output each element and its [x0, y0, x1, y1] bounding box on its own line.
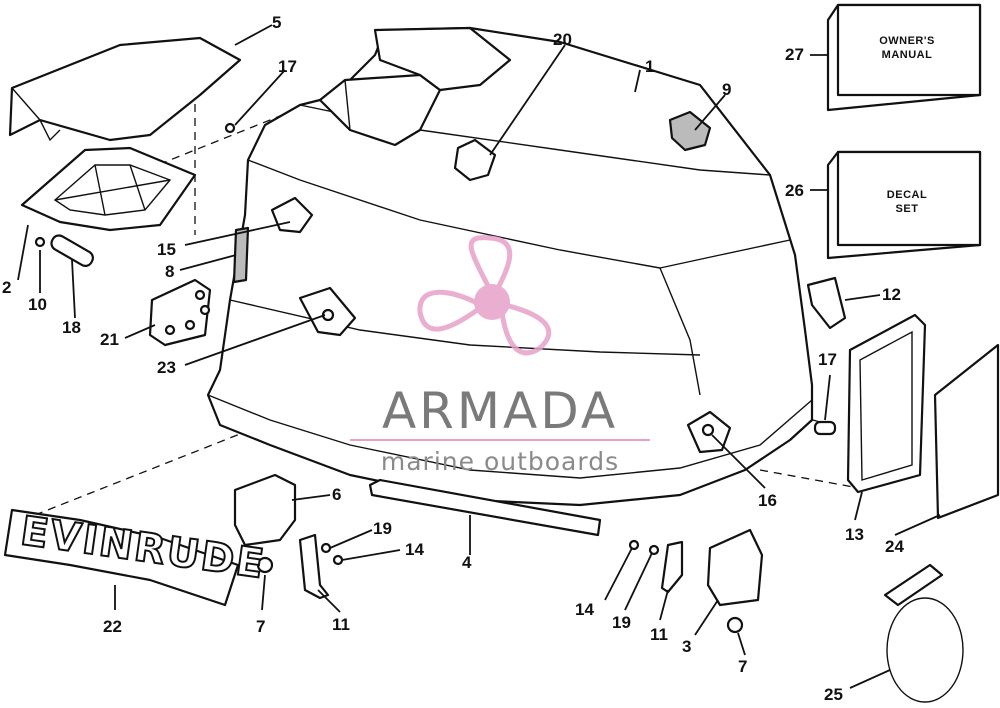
part-19a	[320, 542, 332, 554]
callout-7-right: 7	[738, 657, 747, 676]
part-19b	[648, 544, 660, 556]
callout-19-right: 19	[612, 613, 631, 632]
part-20	[453, 138, 497, 182]
callout-19-left: 19	[373, 519, 392, 538]
part-11a	[298, 533, 330, 600]
decal-set-line-1: DECAL	[887, 189, 927, 201]
part-4	[368, 478, 602, 537]
part-18	[50, 234, 94, 267]
callout-9: 9	[722, 80, 731, 99]
callout-23: 23	[157, 358, 176, 377]
callout-7-left: 7	[256, 617, 265, 636]
callout-2: 2	[2, 278, 11, 297]
callout-17-right: 17	[818, 350, 837, 369]
callout-14-right: 14	[575, 600, 594, 619]
lower-parts	[233, 473, 964, 703]
part-17b	[813, 420, 837, 436]
owners-manual-line-1: OWNER'S	[879, 35, 935, 47]
part-10	[34, 236, 46, 248]
callout-20: 20	[553, 30, 572, 49]
watermark-subtitle: marine outboards	[381, 447, 619, 476]
part-24	[933, 343, 1000, 520]
callout-12: 12	[882, 285, 901, 304]
part-12	[806, 276, 847, 330]
callout-14-left: 14	[405, 540, 424, 559]
part-14a	[332, 554, 344, 566]
callout-11-left: 11	[332, 615, 350, 634]
callout-4: 4	[462, 553, 472, 572]
part-6	[233, 473, 297, 547]
part-5	[706, 528, 764, 607]
callout-24: 24	[885, 537, 904, 556]
owners-manual-box: OWNER'S MANUAL	[826, 3, 982, 112]
part-17a	[224, 122, 236, 134]
propeller-icon	[417, 235, 552, 356]
side-panels	[846, 313, 1000, 520]
part-7a	[256, 556, 274, 574]
leader-lines	[17, 24, 941, 689]
part-21	[148, 278, 212, 347]
callout-5: 3	[682, 637, 691, 656]
callout-27: 27	[785, 45, 804, 64]
hardware-parts	[34, 122, 847, 454]
part-13	[846, 313, 927, 494]
watermark: ARMADA marine outboards	[350, 235, 650, 476]
decal-set-line-2: SET	[896, 203, 919, 215]
callout-26: 26	[785, 181, 804, 200]
callout-11-right: 11	[650, 625, 668, 644]
callout-10: 10	[28, 295, 47, 314]
part-7b	[726, 616, 744, 634]
callout-16: 16	[758, 491, 777, 510]
part-11b	[660, 540, 684, 594]
callout-15: 15	[157, 240, 176, 259]
watermark-title: ARMADA	[382, 382, 618, 440]
callout-22: 22	[103, 617, 122, 636]
callout-21: 21	[100, 330, 119, 349]
callout-18: 18	[62, 318, 81, 337]
owners-manual-line-2: MANUAL	[882, 49, 933, 61]
callouts: 5 17 1 20 9 27 26 12 15 8 23 21 2 10 18 …	[2, 13, 904, 704]
callout-8: 8	[165, 262, 174, 281]
callout-13: 13	[845, 525, 864, 544]
callout-1: 1	[645, 57, 654, 76]
callout-6: 6	[332, 485, 341, 504]
part-14b	[628, 539, 640, 551]
hood-top	[8, 36, 242, 142]
part-25	[883, 563, 944, 607]
callout-3: 5	[272, 13, 281, 32]
brand-decal: EVINRUDE	[3, 507, 269, 607]
decal-set-box: DECAL SET	[826, 150, 982, 260]
gasket-plate	[20, 146, 197, 232]
callout-25: 25	[824, 685, 843, 704]
callout-17-top: 17	[278, 57, 297, 76]
